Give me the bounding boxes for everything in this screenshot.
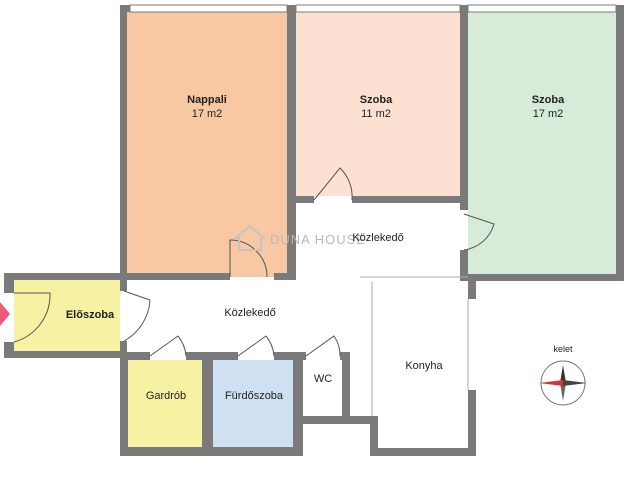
wall-nappali-bottom-2	[274, 273, 296, 280]
wall-konyha-right	[468, 390, 476, 456]
wall-eloszoba-bottom	[4, 351, 127, 358]
compass-label: kelet	[553, 344, 573, 354]
wall-top-nappali	[120, 5, 130, 12]
label-szoba-middle-name: Szoba	[360, 94, 393, 106]
wall-nappali-left	[120, 5, 127, 280]
label-kozlekedo-lower: Közlekedő	[224, 307, 275, 319]
label-wc: WC	[314, 373, 332, 385]
door-eloszoba	[123, 290, 151, 342]
room-nappali	[127, 12, 287, 277]
label-szoba-middle-area: 11 m2	[361, 108, 391, 120]
partitions	[360, 276, 469, 416]
windows-top	[129, 4, 617, 13]
wall-szoba-right-bottom	[468, 274, 624, 281]
house-logo-icon	[233, 224, 267, 251]
window-nappali	[129, 4, 288, 13]
room-szoba-middle	[296, 12, 460, 196]
wall-konyha-bottom	[370, 448, 476, 456]
wall-nappali-right	[287, 5, 296, 280]
door-wc	[305, 335, 341, 357]
label-eloszoba: Előszoba	[66, 309, 115, 321]
label-kozlekedo-upper: Közlekedő	[352, 232, 403, 244]
entry-arrow-icon	[0, 302, 10, 326]
wall-eloszoba-right-1	[120, 273, 127, 291]
walls	[4, 5, 624, 456]
wall-right-stub	[460, 250, 468, 281]
wall-eloszoba-right-2	[120, 341, 127, 358]
wall-wc-right	[342, 352, 350, 424]
wall-szoba-middle-bottom-2	[352, 196, 460, 203]
wall-eloszoba-left-1	[4, 273, 14, 293]
label-furdoszoba: Fürdőszoba	[225, 390, 284, 402]
label-szoba-right-name: Szoba	[532, 94, 565, 106]
wall-wc-bottom	[296, 416, 378, 424]
wall-gardrob-right	[202, 352, 213, 456]
compass: kelet	[539, 344, 587, 406]
room-eloszoba	[14, 280, 120, 351]
wall-szoba-middle-bottom	[296, 196, 314, 203]
door-szoba-right	[463, 213, 495, 251]
wall-konyha-left-bottom	[370, 416, 378, 456]
label-nappali-name: Nappali	[187, 94, 227, 106]
wall-lower-bottom	[120, 447, 303, 456]
label-szoba-right-area: 17 m2	[533, 108, 564, 120]
wall-szoba-right-right	[616, 5, 624, 281]
compass-needle-east-icon	[563, 380, 587, 386]
watermark: DUNA HOUSE	[233, 224, 366, 251]
room-szoba-right	[468, 12, 616, 274]
door-gardrob	[149, 335, 187, 357]
room-labels: Nappali 17 m2 Szoba 11 m2 Szoba 17 m2 Kö…	[66, 94, 565, 402]
label-gardrob: Gardrób	[146, 390, 186, 402]
window-szoba-right	[467, 4, 617, 13]
window-szoba-middle	[295, 4, 461, 13]
compass-needle-west-icon	[539, 380, 563, 386]
door-furdoszoba	[237, 335, 275, 357]
wall-furdo-right	[293, 352, 303, 456]
label-nappali-area: 17 m2	[192, 108, 223, 120]
room-gardrob	[128, 360, 202, 447]
wall-eloszoba-left-2	[4, 342, 14, 358]
door-szoba-middle	[313, 167, 353, 201]
wall-konyha-right-stub	[468, 281, 476, 299]
wall-gardrob-left	[120, 352, 128, 456]
wall-lower-row-top-1	[120, 352, 150, 360]
room-furdoszoba	[213, 360, 293, 447]
wall-szoba-middle-right	[460, 5, 468, 210]
wall-lower-row-top-3	[274, 352, 306, 360]
watermark-brand: DUNA HOUSE	[270, 232, 366, 247]
label-konyha: Konyha	[405, 360, 443, 372]
door-entry	[13, 292, 51, 343]
compass-needle-north-icon	[560, 365, 566, 383]
wall-eloszoba-top	[4, 273, 127, 280]
wall-nappali-bottom-1	[120, 273, 230, 280]
compass-needle-south-icon	[560, 383, 566, 401]
